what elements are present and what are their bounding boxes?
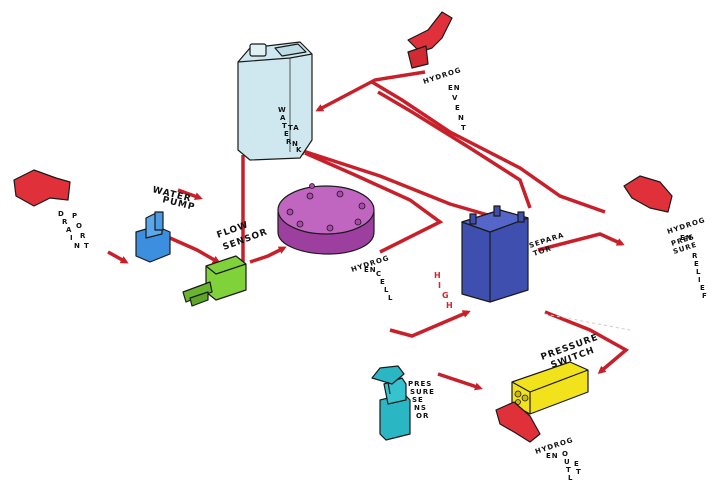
svg-text:HYDROG: HYDROG	[666, 216, 706, 236]
svg-text:T: T	[84, 242, 90, 250]
pipe-vent-to-tank	[315, 70, 426, 112]
pipe-vent-to-separator-b	[377, 90, 532, 209]
label-water-tank: W A T E R TA N K	[278, 106, 302, 154]
svg-text:SURE: SURE	[410, 388, 435, 396]
svg-text:EN: EN	[448, 84, 461, 92]
water-tank	[237, 41, 313, 161]
svg-text:I: I	[438, 281, 442, 290]
pressure-switch	[511, 361, 589, 415]
pipe-cell-to-tank	[304, 151, 444, 254]
svg-text:T: T	[566, 466, 572, 474]
pipe-flow-to-cell	[249, 246, 287, 264]
svg-text:SE: SE	[412, 396, 424, 404]
svg-text:L: L	[696, 268, 701, 276]
pipe-high-to-separator	[389, 310, 471, 338]
svg-text:N: N	[458, 114, 465, 122]
svg-text:PRES: PRES	[408, 380, 432, 388]
svg-text:NS: NS	[414, 404, 427, 412]
pipe-drain-to-pump	[107, 250, 129, 264]
pressure-relief-fitting	[623, 175, 673, 213]
svg-text:D: D	[58, 210, 65, 218]
pipe-pump-out	[177, 188, 203, 201]
flow-sensor	[182, 255, 247, 307]
svg-text:T: T	[282, 122, 288, 130]
svg-text:EN: EN	[680, 234, 693, 242]
svg-text:P: P	[72, 212, 78, 220]
svg-text:OR: OR	[416, 412, 429, 420]
svg-text:G: G	[442, 291, 450, 300]
pipe-separator-to-tank	[297, 147, 506, 222]
label-drain-port: D R A I N P O R T	[58, 210, 90, 250]
label-high: H I G H	[434, 271, 454, 310]
hydrogen-cell	[277, 183, 375, 255]
svg-text:U: U	[564, 458, 571, 466]
svg-text:T: T	[576, 468, 582, 476]
svg-text:R: R	[286, 138, 292, 146]
pipe-sensor-to-switch	[437, 372, 483, 391]
pipes	[107, 70, 631, 391]
svg-text:K: K	[296, 146, 302, 154]
pipe-pump-to-flow	[169, 236, 221, 264]
svg-text:E: E	[700, 284, 706, 292]
label-water-pump: WATER PUMP	[151, 185, 196, 213]
svg-text:HYDROG: HYDROG	[422, 66, 462, 86]
svg-text:R: R	[80, 232, 86, 240]
svg-text:E: E	[284, 130, 290, 138]
label-hydrogen-outlet: HYDROG EN O U T L E T	[534, 436, 582, 482]
svg-text:A: A	[280, 114, 286, 122]
svg-text:TA: TA	[288, 124, 300, 132]
svg-text:V: V	[452, 94, 458, 102]
pressure-sensor	[371, 365, 411, 441]
svg-text:E: E	[455, 104, 461, 112]
svg-text:EN: EN	[546, 452, 559, 460]
svg-text:O: O	[76, 222, 83, 230]
label-pressure-sensor: PRES SURE SE NS OR	[408, 380, 435, 420]
svg-text:E: E	[694, 260, 700, 268]
svg-text:T: T	[461, 124, 467, 132]
pipe-separator-to-relief	[537, 232, 625, 252]
svg-text:L: L	[568, 474, 573, 482]
svg-text:A: A	[66, 226, 72, 234]
svg-text:L: L	[384, 286, 389, 294]
svg-text:H: H	[446, 301, 454, 310]
svg-text:I: I	[70, 234, 74, 242]
svg-text:N: N	[292, 140, 299, 148]
svg-text:H: H	[434, 271, 442, 280]
drain-port-fitting	[13, 169, 71, 207]
svg-text:W: W	[278, 106, 287, 114]
svg-text:R: R	[62, 218, 68, 226]
guide-line	[544, 313, 631, 331]
hydrogen-vent-fitting	[407, 11, 453, 69]
hydrogen-outlet-fitting	[495, 401, 541, 443]
label-hydrogen-cell: HYDROG EN C E L L	[350, 254, 393, 302]
svg-text:I: I	[698, 276, 702, 284]
svg-text:E: E	[380, 278, 386, 286]
water-pump	[135, 211, 171, 263]
separator	[461, 205, 529, 303]
pipe-vent-to-separator-a	[371, 80, 606, 214]
svg-text:R: R	[692, 252, 698, 260]
svg-text:L: L	[388, 294, 393, 302]
svg-text:EN: EN	[364, 266, 377, 274]
pipe-separator-to-switch	[544, 310, 630, 374]
svg-text:E: E	[574, 460, 580, 468]
svg-text:O: O	[562, 450, 569, 458]
label-pressure-relief: HYDROG EN PRES SURE R E L I E F	[666, 216, 708, 300]
svg-text:N: N	[74, 242, 81, 250]
svg-text:F: F	[702, 292, 708, 300]
svg-text:C: C	[376, 270, 382, 278]
